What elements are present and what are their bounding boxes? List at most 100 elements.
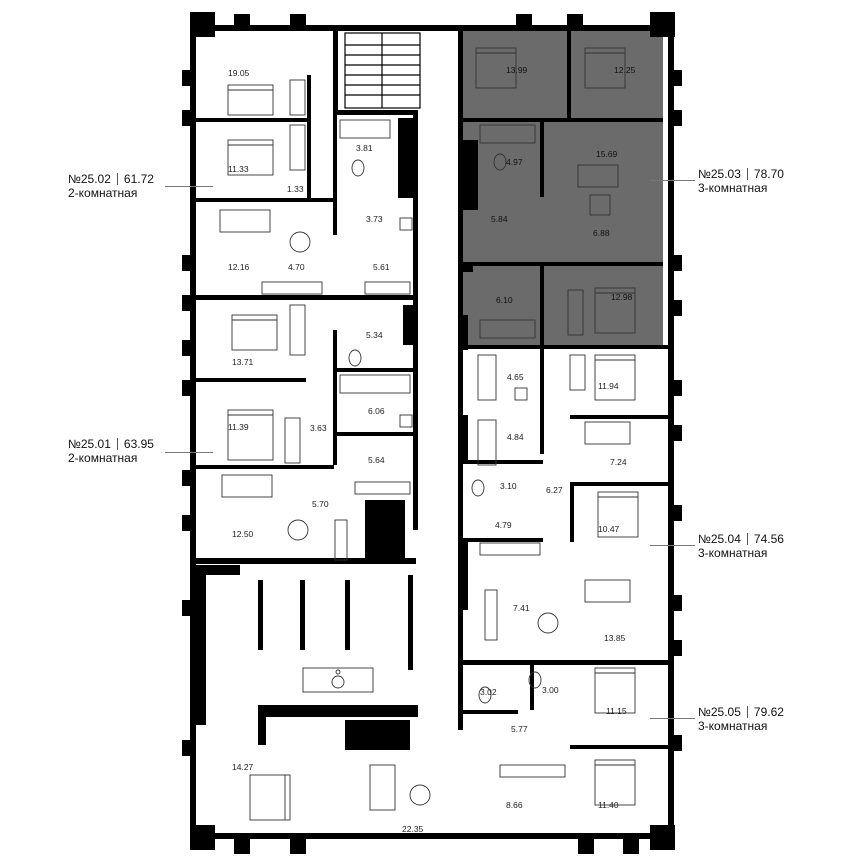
room-area: 4.97 [506,157,523,167]
dining-table-icon [537,612,559,634]
room-area: 4.79 [495,520,512,530]
wardrobe-icon [364,281,411,295]
room-area: 4.70 [288,262,305,272]
bathtub-icon [477,419,497,466]
room-area: 5.34 [366,330,383,340]
toilet-icon [348,349,362,367]
room-area: 6.06 [368,406,385,416]
bathtub-icon [479,319,536,339]
room-area: 6.88 [593,228,610,238]
room-area: 11.40 [598,800,619,810]
sink-icon [399,414,413,428]
apartment-number: №25.03 [698,167,741,181]
bed-icon [227,409,274,461]
wardrobe-icon [261,281,323,295]
apartment-type: 2-комнатная [68,451,138,465]
room-area: 4.65 [507,372,524,382]
bathtub-icon [477,354,497,401]
bed-icon [594,667,636,714]
wardrobe-icon [289,304,306,356]
room-area: 13.85 [604,633,626,643]
bed-icon [231,314,278,351]
apartment-area: 78.70 [753,167,784,181]
room-area: 13.71 [232,357,254,367]
wardrobe-icon [484,589,498,641]
room-area: 3.81 [356,143,373,153]
apartment-label-25-03: №25.03 78.70 3-комнатная [698,167,784,195]
room-area: 8.66 [506,800,523,810]
partition-walls [196,30,668,750]
room-area: 6.10 [496,295,513,305]
room-area: 12.50 [232,529,254,539]
apartment-type: 3-комнатная [698,719,768,733]
room-area: 22.35 [402,824,424,834]
sink-icon [399,217,413,231]
room-area: 10.47 [598,524,620,534]
room-area: 5.70 [312,499,329,509]
room-area: 7.24 [610,457,627,467]
apartment-area: 61.72 [123,172,154,186]
bathtub-icon [479,124,536,144]
room-area: 6.27 [546,485,563,495]
room-area: 15.69 [596,149,618,159]
leader-line-25-02 [165,186,213,187]
apartment-area: 63.95 [123,437,154,451]
wheelchair-icon [302,667,374,693]
dining-table-icon [409,784,431,806]
apartment-number: №25.04 [698,532,741,546]
wardrobe-icon [569,354,586,391]
room-area: 19.05 [228,68,250,78]
furniture [219,47,639,821]
sofa-icon [221,474,273,498]
wardrobe-icon [284,417,301,464]
room-area: 1.33 [287,184,304,194]
sofa-icon [584,579,631,603]
room-area: 3.63 [310,423,327,433]
room-area: 5.84 [491,214,508,224]
room-area: 11.15 [606,706,627,716]
bed-icon [594,759,636,806]
sofa-icon [577,164,619,188]
toilet-icon [528,671,542,689]
bed-icon [584,47,626,89]
room-area: 5.64 [368,455,385,465]
dining-table-icon [287,519,309,541]
room-area: 7.41 [513,603,530,613]
room-area: 3.00 [542,685,559,695]
room-area: 12.16 [228,262,250,272]
wardrobe-icon [479,542,541,556]
apartment-type: 3-комнатная [698,546,768,560]
apartment-type: 2-комнатная [68,186,138,200]
room-area: 11.33 [228,164,249,174]
toilet-icon [478,686,492,704]
sofa-icon [219,209,271,233]
room-labels: 19.05 11.33 1.33 3.81 3.73 12.16 4.70 5.… [228,65,636,834]
room-area: 11.39 [228,422,249,432]
toilet-icon [471,479,485,497]
apartment-number: №25.02 [68,172,111,186]
apartment-area: 79.62 [753,705,784,719]
room-area: 3.10 [500,481,517,491]
room-area: 5.77 [511,724,528,734]
bed-icon [249,774,291,821]
leader-line-25-05 [650,718,695,719]
bathtub-icon [339,119,391,139]
wardrobe-icon [289,79,306,116]
leader-line-25-01 [165,452,213,453]
apartment-type: 3-комнатная [698,181,768,195]
apartment-area: 74.56 [753,532,784,546]
bed-icon [594,354,636,401]
bed-icon [475,47,517,89]
room-area: 3.73 [366,214,383,224]
room-area: 11.94 [598,381,619,391]
room-area: 4.84 [507,432,524,442]
bed-icon [594,287,636,334]
toilet-icon [493,153,507,171]
room-area: 13.99 [506,65,528,75]
stairs [344,32,421,109]
bed-icon [227,84,274,116]
wardrobe-icon [499,764,566,778]
core-walls [333,25,478,730]
room-area: 3.02 [480,687,497,697]
